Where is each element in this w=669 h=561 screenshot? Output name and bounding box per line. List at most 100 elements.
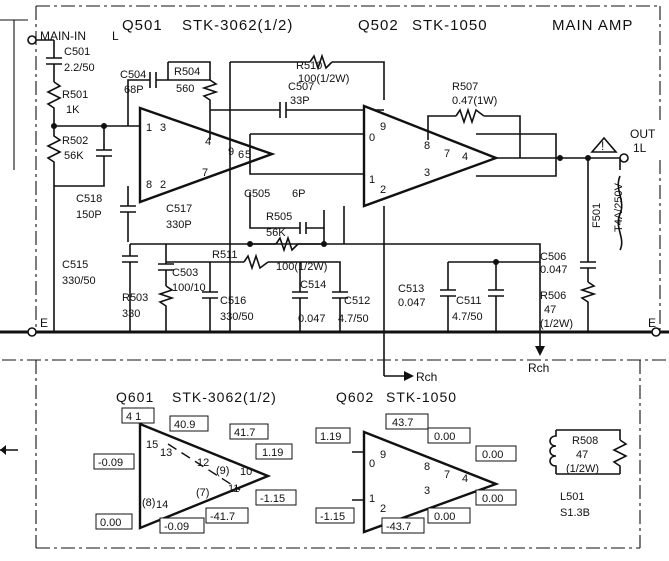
q602-v-box-1: [385, 413, 429, 430]
q602-v7: -43.7: [386, 521, 411, 533]
q501-pin6: 6: [238, 149, 244, 161]
r504-wire: [168, 61, 211, 80]
q602b-pin2: 2: [380, 503, 386, 515]
main-amp-title: MAIN AMP: [552, 17, 633, 34]
node-c511: [493, 259, 499, 265]
q601-pin13: 13: [160, 447, 172, 459]
q601-v-box-1: [121, 407, 155, 424]
q602-v5: 0.00: [482, 493, 503, 505]
left-arrowhead: [0, 445, 6, 455]
c518-symbol: [54, 126, 112, 187]
c515-value: 330/50: [62, 275, 96, 287]
out-label: OUT: [630, 127, 656, 141]
r503-ref: R503: [122, 292, 148, 304]
left-lead: [0, 19, 28, 170]
r502-value: 56K: [64, 150, 84, 162]
q602-v2: 0.00: [434, 431, 455, 443]
r502-ref: R502: [62, 135, 88, 147]
node-c518: [101, 123, 107, 129]
f501-value: T4A/250V: [613, 182, 625, 232]
c503-symbol: [158, 244, 174, 286]
c512-ref: C512: [344, 295, 370, 307]
c514-value: 0.047: [298, 313, 326, 325]
c515-ref: C515: [62, 259, 88, 271]
q501-pin2: 2: [160, 179, 166, 191]
q601-label: Q601: [116, 389, 154, 405]
q501-pin3: 3: [160, 122, 166, 134]
c503-value: 100/10: [172, 282, 206, 294]
c501-ref: C501: [64, 46, 90, 58]
c516-ref: C516: [220, 295, 246, 307]
warning-triangle: [590, 136, 618, 153]
c517-ref: C517: [166, 203, 192, 215]
q602b-pin3: 3: [424, 485, 430, 497]
q601-pin9: (9): [216, 465, 229, 477]
r507-ref: R507: [452, 81, 478, 93]
c504-value: 68P: [124, 84, 144, 96]
rch-arrowhead-2: [535, 346, 545, 356]
c507-ref: C507: [288, 81, 314, 93]
q601-v6: -1.15: [260, 493, 285, 505]
q601-pin15: 15: [146, 439, 158, 451]
q601-v-box-4: [255, 443, 293, 460]
q501-pin4: 4: [205, 136, 211, 148]
c506-symbol: [580, 158, 596, 282]
q501-q502-link: [249, 133, 364, 175]
r504-symbol: [201, 79, 219, 140]
q602-v-box-7: [381, 517, 425, 534]
q602-v1: 43.7: [392, 417, 413, 429]
main-in-channel: L: [112, 29, 119, 43]
r507-value: 0.47(1W): [452, 95, 497, 107]
q501-pin9: 9: [228, 146, 234, 158]
c507-symbol: [210, 102, 384, 118]
q601-v-box-3: [229, 423, 269, 440]
q601-pin11: 11: [228, 483, 239, 495]
q502-pin8: 8: [424, 140, 430, 152]
c514-ref: C514: [300, 279, 326, 291]
main-in-label: MAIN-IN: [40, 29, 86, 43]
c507-value: 33P: [290, 95, 310, 107]
node-out1: [557, 155, 563, 161]
out-channel: 1L: [633, 141, 647, 155]
r511-symbol: [243, 253, 269, 271]
q501-pin1: 1: [146, 122, 152, 134]
q602-v-box-6: [315, 507, 355, 524]
r502-symbol: [46, 126, 62, 332]
r510-ref: R510: [296, 60, 322, 72]
r511-value: 100(1/2W): [276, 261, 327, 273]
q602-v-box-8: [427, 507, 471, 524]
f501-ref: F501: [591, 203, 603, 228]
q502-output-box: [476, 133, 557, 177]
q601-v-box-2: [169, 415, 209, 432]
r506-value: 47: [544, 304, 556, 316]
rch-arrowhead-1: [404, 371, 414, 381]
q502-part: STK-1050: [412, 17, 488, 34]
q602-v-box-3: [315, 427, 351, 444]
q602b-pin4: 4: [462, 473, 468, 485]
warning-mark: !: [601, 139, 604, 153]
c513-ref: C513: [398, 283, 424, 295]
q601-v-box-6: [255, 489, 297, 506]
c512-symbol: [300, 261, 348, 332]
q502-pin4: 4: [462, 151, 468, 163]
q602-v6: -1.15: [320, 511, 345, 523]
q601-pin10: 10: [240, 466, 252, 478]
l501-coil: [549, 430, 557, 474]
e-right-label: E: [648, 316, 656, 330]
q502-pin1: 1: [369, 174, 375, 186]
q602b-pin7: 7: [444, 469, 450, 481]
r511-ref: R511: [212, 249, 237, 261]
q601-v-box-5: [93, 453, 135, 470]
r506-ref: R506: [540, 290, 566, 302]
main-in-terminal: [27, 35, 37, 45]
c515-symbol: [122, 244, 138, 332]
q501-pin5: 5: [245, 149, 251, 161]
c514-symbol: [292, 262, 308, 332]
q602-input-leads: [352, 451, 364, 501]
q601-pin14: 14: [156, 499, 168, 511]
q601-dashed-inner: [167, 443, 241, 491]
q501-part: STK-3062(1/2): [182, 17, 293, 34]
r501-value: 1K: [66, 104, 80, 116]
bias-bus: [130, 243, 541, 260]
q601-v4: 1.19: [262, 447, 283, 459]
